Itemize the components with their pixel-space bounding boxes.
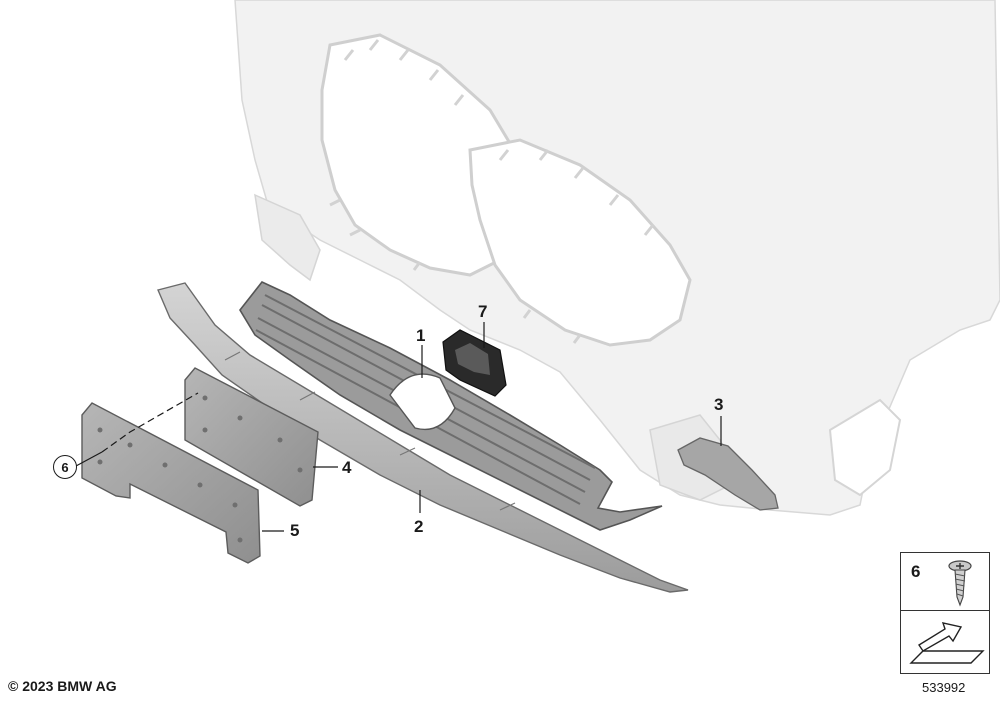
callout-1: 1 xyxy=(416,326,426,345)
front-bumper xyxy=(234,0,1000,516)
callout-7: 7 xyxy=(478,302,488,321)
callout-6: 6 xyxy=(53,455,77,479)
callout-4: 4 xyxy=(342,458,352,477)
diagram-number: 533992 xyxy=(922,680,966,695)
callout-3: 3 xyxy=(714,395,724,414)
leader-lines xyxy=(75,322,722,532)
direction-arrow-icon xyxy=(909,622,985,664)
part-7-bracket xyxy=(442,329,507,397)
callout-2: 2 xyxy=(414,517,424,536)
part-1-grille-insert xyxy=(239,281,663,531)
self-tapping-screw-icon xyxy=(948,560,972,607)
copyright-notice: © 2023 BMW AG xyxy=(8,678,117,694)
part-3-side-cover xyxy=(677,437,779,511)
legend-screw-number: 6 xyxy=(911,562,921,581)
legend-box: 6 xyxy=(900,552,990,674)
callout-5: 5 xyxy=(290,521,300,540)
part-5-plate-bracket xyxy=(81,402,261,564)
legend-divider xyxy=(901,610,989,611)
part-4-plate-base xyxy=(184,367,319,507)
